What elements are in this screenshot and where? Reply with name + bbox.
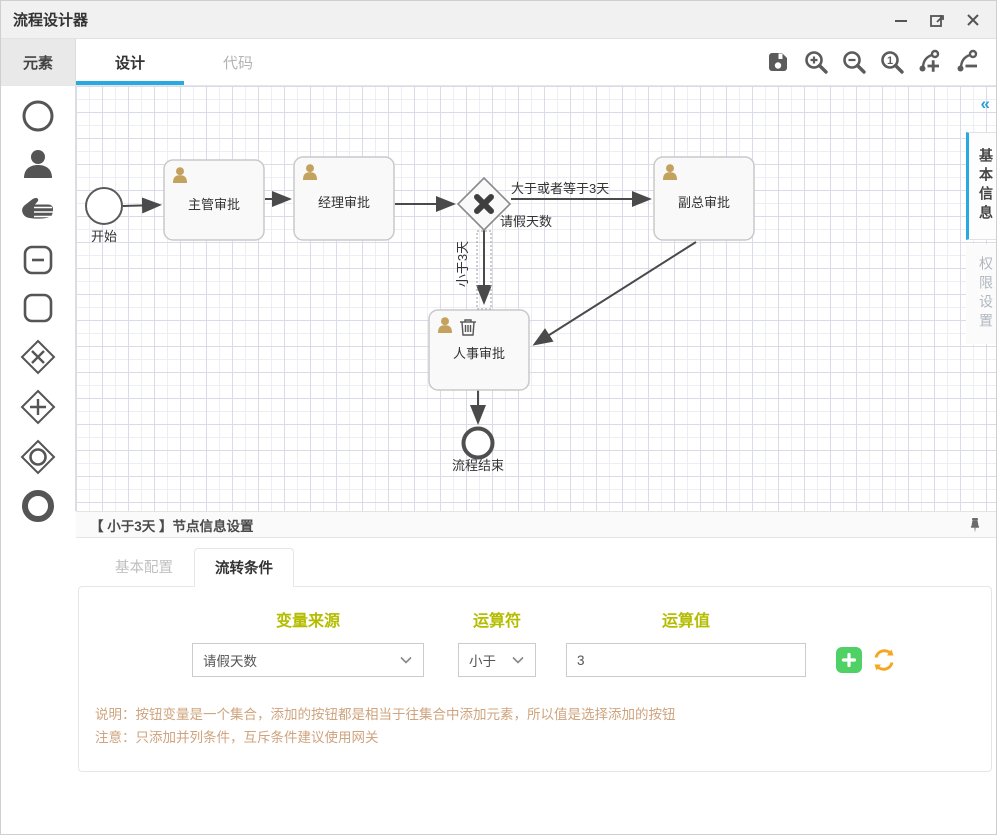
node-manager[interactable]: 经理审批 [293, 156, 395, 241]
tab-code[interactable]: 代码 [222, 54, 253, 72]
edge-start-supervisor[interactable] [122, 197, 162, 214]
gateway-x-icon [474, 194, 494, 214]
tab-basic-info[interactable]: 基本信息 [966, 132, 996, 240]
user-task-icon[interactable] [19, 146, 57, 182]
inclusive-gateway-icon[interactable] [19, 438, 57, 476]
zoom-out-icon[interactable] [840, 48, 868, 76]
top-tabstrip: 元素 设计 代码 [1, 39, 996, 85]
connect-remove-icon[interactable] [954, 48, 982, 76]
tab-design[interactable]: 设计 [76, 39, 184, 85]
svg-text:开始: 开始 [91, 229, 117, 244]
connect-add-icon[interactable] [916, 48, 944, 76]
refresh-icon[interactable] [870, 646, 898, 674]
edge-label-gte3: 大于或者等于3天 [511, 181, 609, 196]
tab-basic-config[interactable]: 基本配置 [115, 560, 173, 576]
svg-text:1: 1 [887, 55, 893, 67]
minimize-icon[interactable] [890, 9, 912, 31]
pin-icon[interactable] [968, 517, 982, 533]
svg-text:主管审批: 主管审批 [188, 197, 240, 212]
zoom-reset-icon[interactable]: 1 [878, 48, 906, 76]
restore-icon[interactable] [926, 9, 948, 31]
flow-canvas[interactable]: 开始 主管审批 经理审批 [76, 86, 996, 511]
value-label: 运算值 [661, 613, 710, 630]
node-vp[interactable]: 副总审批 [653, 156, 755, 241]
add-condition-button[interactable] [836, 647, 862, 673]
tab-flow-condition[interactable]: 流转条件 [194, 548, 294, 587]
manual-task-icon[interactable] [19, 194, 57, 230]
node-hr[interactable]: 人事审批 [428, 309, 530, 391]
note-line-1: 说明：按钮变量是一个集合，添加的按钮都是相当于往集合中添加元素，所以值是选择添加… [95, 707, 676, 722]
task-icon[interactable] [19, 290, 57, 326]
edge-label-lt3: 小于3天 [455, 241, 470, 287]
svg-text:流程结束: 流程结束 [452, 458, 504, 473]
operator-value: 小于 [469, 654, 496, 669]
node-gateway[interactable]: 请假天数 [456, 176, 552, 232]
collapse-panel-button[interactable]: « [980, 94, 990, 113]
right-tab-strip: « 基本信息 权限设置 [965, 86, 996, 511]
close-icon[interactable] [962, 9, 984, 31]
svg-text:经理审批: 经理审批 [318, 195, 370, 210]
palette-header: 元素 [1, 39, 76, 85]
zoom-in-icon[interactable] [802, 48, 830, 76]
panel-tabs: 基本配置 流转条件 [76, 538, 996, 587]
svg-text:人事审批: 人事审批 [453, 346, 505, 361]
node-start[interactable]: 开始 [85, 187, 123, 244]
exclusive-gateway-icon[interactable] [19, 338, 57, 376]
node-settings-panel: 【 小于3天 】节点信息设置 基本配置 流转条件 变量来源 运算符 运算值 [76, 511, 996, 834]
edge-vp-hr[interactable] [532, 241, 697, 346]
end-event-icon[interactable] [19, 488, 57, 524]
canvas-toolbar: 1 [764, 39, 996, 85]
variable-source-select[interactable]: 请假天数 [192, 643, 424, 677]
element-palette [1, 86, 76, 522]
flow-edges [122, 191, 697, 425]
svg-text:请假天数: 请假天数 [500, 214, 552, 229]
chevron-down-icon [511, 655, 525, 665]
variable-source-label: 变量来源 [275, 613, 340, 630]
save-icon[interactable] [764, 48, 792, 76]
delete-icon[interactable] [460, 319, 476, 336]
svg-text:副总审批: 副总审批 [678, 195, 730, 210]
parallel-gateway-icon[interactable] [19, 388, 57, 426]
panel-title: 【 小于3天 】节点信息设置 [90, 518, 254, 534]
operator-label: 运算符 [472, 613, 521, 630]
panel-header: 【 小于3天 】节点信息设置 [76, 511, 996, 538]
form-notes: 说明：按钮变量是一个集合，添加的按钮都是相当于往集合中添加元素，所以值是选择添加… [79, 677, 991, 749]
note-line-2: 注意：只添加并列条件，互斥条件建议使用网关 [95, 730, 379, 745]
edge-selection-outline [476, 230, 492, 310]
value-input[interactable] [566, 643, 806, 677]
titlebar: 流程设计器 [1, 1, 996, 39]
condition-form: 变量来源 运算符 运算值 请假天数 小于 [78, 586, 992, 772]
node-supervisor[interactable]: 主管审批 [163, 159, 265, 241]
window-title: 流程设计器 [13, 12, 89, 29]
subprocess-icon[interactable] [19, 242, 57, 278]
chevron-down-icon [399, 655, 413, 665]
tab-permission-settings[interactable]: 权限设置 [966, 244, 996, 344]
variable-source-value: 请假天数 [203, 654, 257, 669]
operator-select[interactable]: 小于 [458, 643, 536, 677]
node-end[interactable]: 流程结束 [452, 426, 504, 474]
start-event-icon[interactable] [19, 98, 57, 134]
main-area: 开始 主管审批 经理审批 [1, 85, 996, 522]
